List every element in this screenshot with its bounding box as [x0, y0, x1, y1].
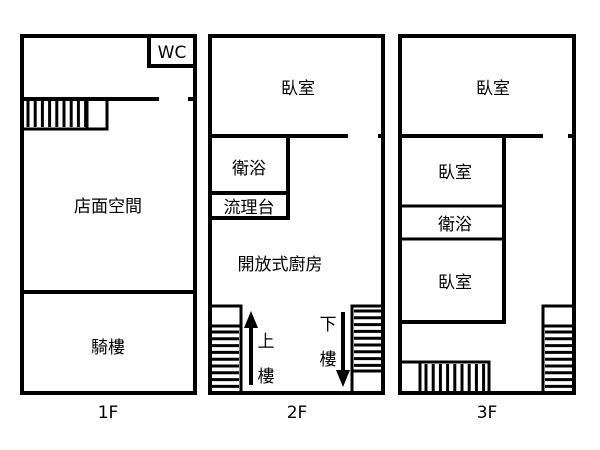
- room-bedroom-small-label: 臥室: [438, 163, 472, 183]
- room-bedroom-main-label: 臥室: [476, 79, 510, 99]
- staircase-up: [208, 304, 243, 395]
- room-bedroom-label: 臥室: [281, 79, 315, 99]
- staircase-3f-right: [541, 304, 576, 395]
- floor-1f-label: 1F: [98, 403, 119, 423]
- bathroom-wall: [208, 134, 290, 220]
- staircase-down: [350, 304, 385, 395]
- room-arcade-label: 騎樓: [91, 338, 125, 358]
- staircase-down-box: [350, 304, 385, 395]
- wc-label: WC: [158, 43, 187, 63]
- staircase-3f-bottom: [398, 360, 491, 395]
- staircase-up-box: [208, 304, 243, 395]
- floor-2f-label: 2F: [287, 403, 308, 423]
- sink-counter-label: 流理台: [224, 198, 275, 218]
- wc-wall: [147, 34, 197, 68]
- arrow-up-icon: [244, 311, 258, 385]
- staircase-bottom-box: [398, 360, 491, 395]
- room-bathroom-label-3f: 衛浴: [438, 215, 472, 235]
- room-shop-label: 店面空間: [74, 197, 142, 217]
- floor-2f: 臥室 衛浴 流理台 開放式廚房 上 樓 下 樓 2F: [208, 34, 385, 423]
- stairs-up-char2: 樓: [258, 367, 275, 387]
- staircase-right-box: [541, 304, 576, 395]
- floor-3f: 臥室 臥室 衛浴 臥室 3F: [398, 34, 576, 423]
- floor-3f-label: 3F: [477, 403, 498, 423]
- arrow-down-icon: [336, 312, 350, 387]
- inner-rooms-wall: [398, 134, 506, 324]
- staircase-1f: [20, 97, 109, 131]
- staircase-box: [20, 97, 109, 131]
- floor-1f: WC 店面空間 騎樓 1F: [20, 34, 197, 423]
- stairs-down-char2: 樓: [320, 350, 337, 370]
- room-bedroom-rear-label: 臥室: [438, 273, 472, 293]
- room-kitchen-label: 開放式廚房: [238, 254, 323, 275]
- stairs-up-char1: 上: [258, 332, 275, 352]
- floor-1f-outline: [20, 34, 197, 395]
- room-bathroom-label: 衛浴: [232, 159, 266, 179]
- floor-2f-outline: [208, 34, 385, 395]
- stairs-down-char1: 下: [320, 315, 337, 335]
